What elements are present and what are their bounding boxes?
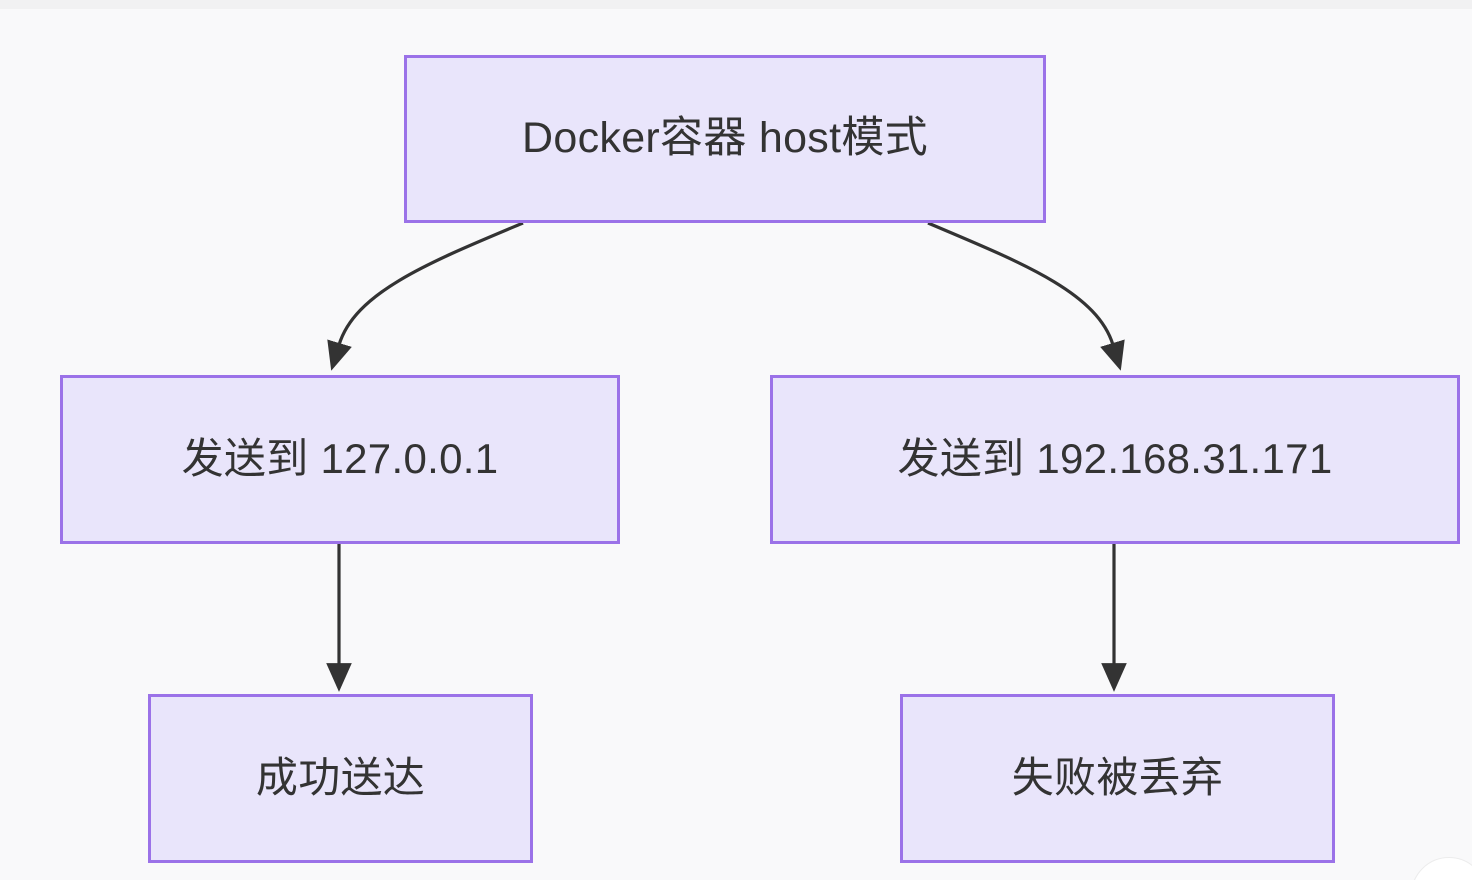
node-send-to-loopback[interactable]: 发送到 127.0.0.1 bbox=[60, 375, 620, 544]
edge-root-to-lan-ip bbox=[927, 221, 1125, 371]
node-send-to-lan-ip[interactable]: 发送到 192.168.31.171 bbox=[770, 375, 1460, 544]
top-chrome-strip bbox=[0, 0, 1472, 9]
node-docker-host-mode[interactable]: Docker容器 host模式 bbox=[404, 55, 1046, 223]
node-label: 失败被丢弃 bbox=[1011, 754, 1224, 802]
node-label: Docker容器 host模式 bbox=[522, 114, 928, 163]
node-label: 发送到 127.0.0.1 bbox=[181, 435, 499, 483]
node-delivery-dropped[interactable]: 失败被丢弃 bbox=[900, 694, 1335, 863]
floating-action-button[interactable] bbox=[1411, 857, 1472, 880]
node-delivery-success[interactable]: 成功送达 bbox=[148, 694, 533, 863]
edge-root-to-loopback bbox=[327, 221, 524, 371]
node-label: 发送到 192.168.31.171 bbox=[897, 435, 1333, 483]
node-label: 成功送达 bbox=[255, 754, 426, 802]
